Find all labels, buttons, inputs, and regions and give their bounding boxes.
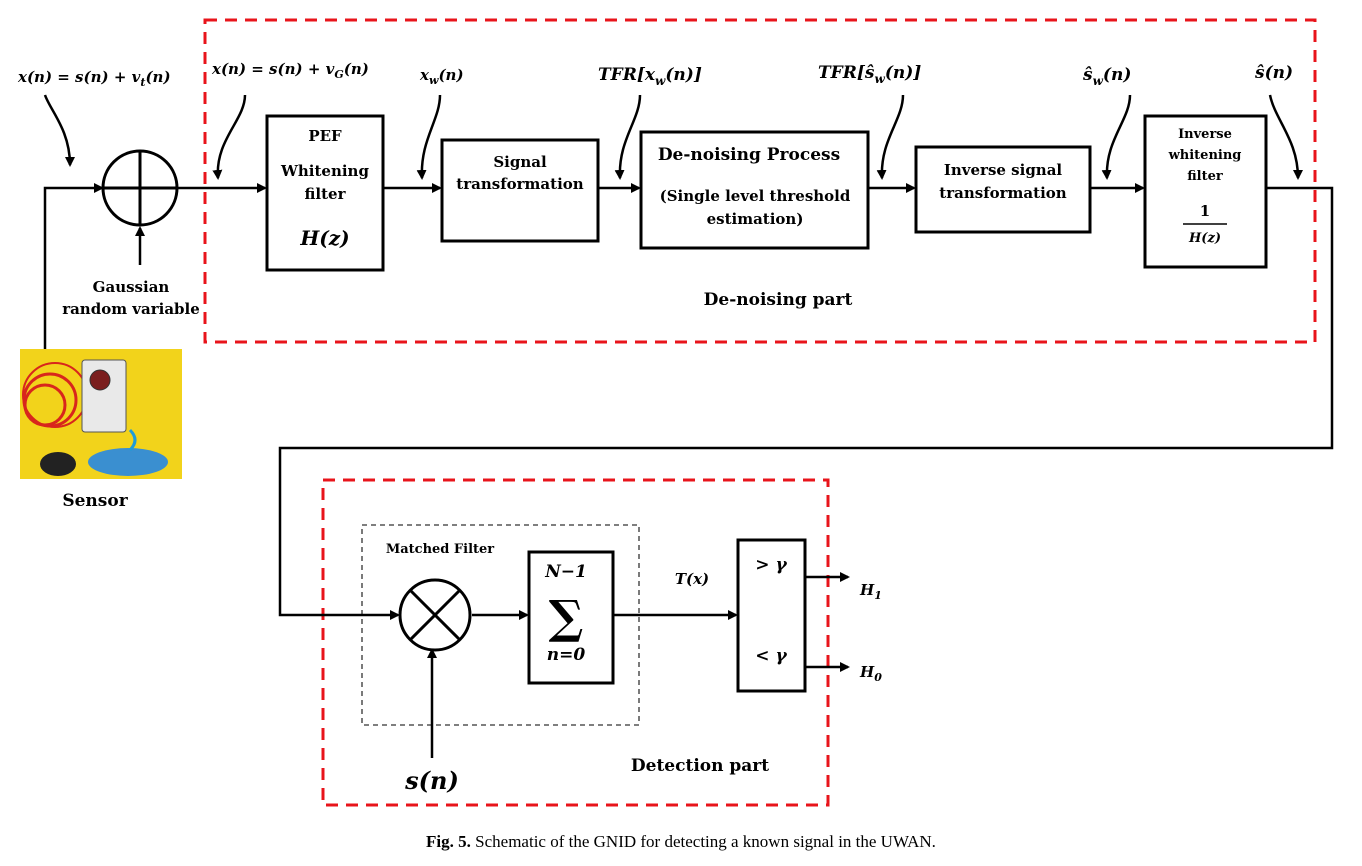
inv-white-line1: Inverse: [1178, 127, 1232, 142]
pef-title: PEF: [308, 127, 342, 145]
curve-arrow-xw: [416, 94, 442, 180]
pef-block: [265, 114, 385, 272]
eq-h0: H0: [859, 663, 882, 684]
output-path-line: [278, 186, 1334, 620]
denoising-part-label: De-noising part: [704, 290, 853, 310]
eq-lt-gamma: < γ: [755, 646, 787, 666]
sum-bottom: n=0: [547, 645, 586, 665]
inv-white-num: 1: [1200, 202, 1210, 220]
denoise-line1: (Single level threshold: [660, 187, 851, 205]
detection-region: [321, 478, 830, 807]
caption-prefix: Fig. 5.: [426, 832, 471, 851]
summation-block: [527, 550, 615, 685]
denoise-line2: estimation): [707, 210, 804, 228]
eq-input-vt: x(n) = s(n) + vt(n): [17, 68, 171, 89]
inv-white-den: H(z): [1188, 231, 1221, 246]
eq-xw: xw(n): [419, 66, 464, 87]
curve-arrow-input: [43, 94, 75, 167]
eq-input-vg: x(n) = s(n) + vG(n): [211, 60, 369, 81]
eq-tfr-sw: TFR[ŝw(n)]: [818, 63, 921, 86]
figure-caption: Fig. 5. Schematic of the GNID for detect…: [0, 832, 1362, 852]
inverse-signal-block: [914, 145, 1092, 234]
curve-arrow-shat: [1268, 94, 1303, 180]
curve-arrow-vg: [212, 94, 247, 180]
sensor-label: Sensor: [62, 491, 128, 511]
curve-arrow-sw: [1101, 94, 1132, 180]
curve-arrow-tfr-sw: [876, 94, 905, 180]
inv-white-line3: filter: [1187, 169, 1223, 184]
denoising-region: [203, 18, 1317, 344]
eq-tx: T(x): [675, 570, 709, 588]
sum-symbol: ∑: [549, 590, 584, 644]
pef-line1: Whitening: [280, 162, 369, 180]
denoise-title: De-noising Process: [658, 145, 840, 165]
gaussian-label-2: random variable: [62, 300, 200, 318]
signal-transformation-block: [440, 138, 600, 243]
eq-s-hat: ŝ(n): [1254, 63, 1293, 83]
sensor-image: [20, 349, 182, 479]
gaussian-label-1: Gaussian: [93, 278, 170, 296]
pef-line2: filter: [305, 185, 347, 203]
threshold-block: [736, 538, 807, 693]
matched-filter-region: [361, 524, 640, 726]
multiplier-node: [398, 578, 472, 652]
inv-sig-line2: transformation: [939, 184, 1066, 202]
inv-sig-line1: Inverse signal: [944, 161, 1063, 179]
detection-part-label: Detection part: [631, 756, 769, 776]
sum-top: N−1: [544, 562, 587, 582]
matched-filter-label: Matched Filter: [386, 542, 494, 557]
pef-tf: H(z): [299, 226, 349, 250]
denoising-process-block: [639, 130, 870, 250]
caption-text: Schematic of the GNID for detecting a kn…: [475, 832, 936, 851]
eq-sw: ŝw(n): [1082, 65, 1131, 88]
sensor-line: [43, 183, 104, 349]
eq-h1: H1: [859, 581, 882, 602]
signal-tf-line2: transformation: [456, 175, 583, 193]
inv-white-line2: whitening: [1168, 148, 1242, 163]
eq-sn: s(n): [404, 766, 459, 795]
curve-arrow-tfr-xw: [614, 94, 642, 180]
inverse-whitening-block: [1143, 114, 1268, 269]
adder-node: [101, 149, 179, 227]
signal-tf-line1: Signal: [493, 153, 547, 171]
eq-tfr-xw: TFR[xw(n)]: [598, 65, 702, 88]
eq-gt-gamma: > γ: [755, 555, 787, 575]
